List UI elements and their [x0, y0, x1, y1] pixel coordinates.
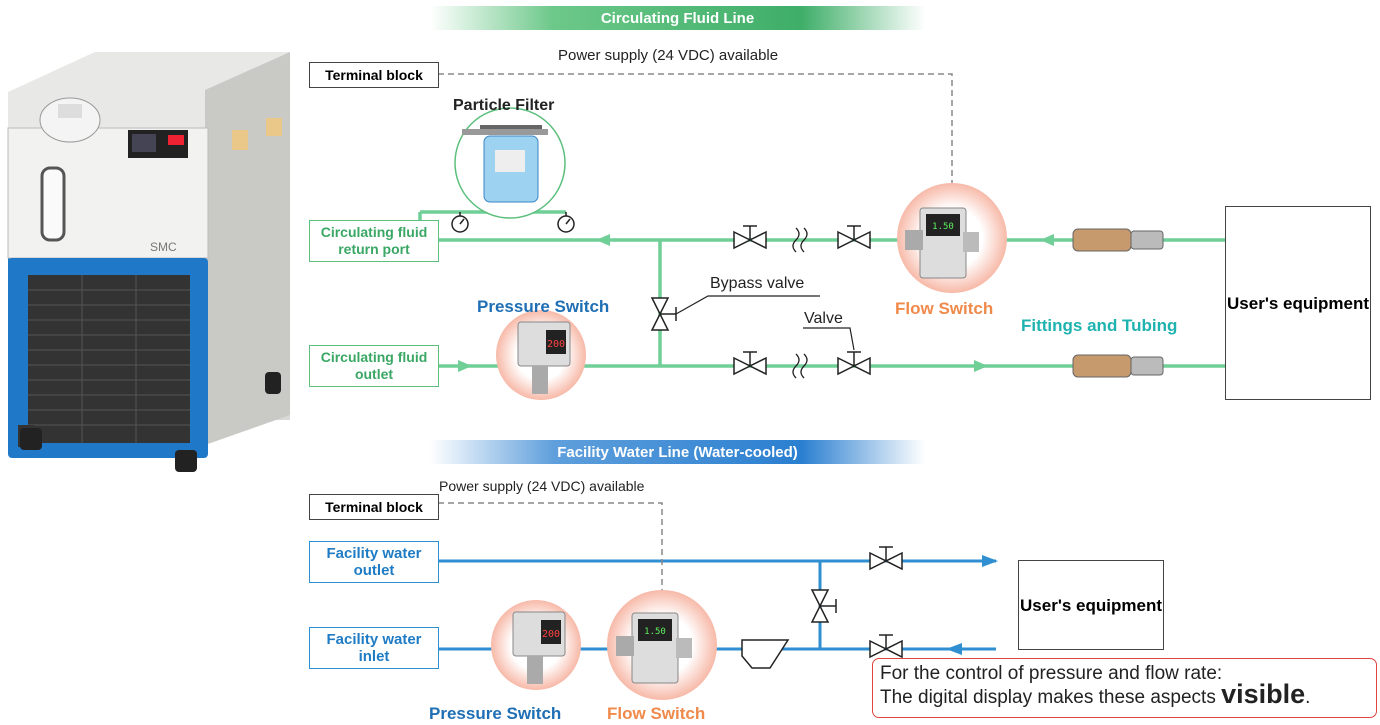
- flow-display-top: 1.50: [932, 222, 954, 232]
- pressure-switch-bottom-graphic: 200: [491, 600, 581, 690]
- pressure-switch-top-graphic: 200: [496, 310, 586, 400]
- facility-flow-arrows: [946, 555, 998, 655]
- flow-display-bottom: 1.50: [644, 627, 666, 637]
- pipe-breaks: [792, 227, 808, 379]
- circulating-fluid-outlet: Circulating fluid outlet: [309, 345, 439, 387]
- facility-water-line-banner: Facility Water Line (Water-cooled): [557, 443, 798, 461]
- circulating-fluid-line-banner: Circulating Fluid Line: [600, 9, 755, 27]
- users-equipment-top: User's equipment: [1225, 206, 1371, 400]
- strainer-symbol: [741, 639, 790, 669]
- power-supply-label-bottom: Power supply (24 VDC) available: [439, 478, 645, 494]
- note-line-2: The digital display makes these aspects …: [880, 681, 1376, 709]
- note-end: .: [1305, 687, 1311, 708]
- power-line-top: [438, 73, 953, 190]
- note-emphasis: visible: [1221, 679, 1306, 709]
- pressure-display-top: 200: [547, 339, 565, 350]
- leader-lines: [675, 295, 855, 351]
- pressure-gauges: [451, 212, 575, 233]
- circulating-banner-bg: [430, 6, 925, 30]
- visibility-note: For the control of pressure and flow rat…: [872, 658, 1377, 718]
- power-line-bottom: [438, 502, 663, 600]
- power-supply-label-top: Power supply (24 VDC) available: [558, 47, 779, 64]
- flow-switch-label-top: Flow Switch: [895, 299, 994, 318]
- circulating-fluid-return-port: Circulating fluid return port: [309, 220, 439, 262]
- particle-filter-label: Particle Filter: [453, 97, 555, 114]
- valve-label: Valve: [804, 310, 843, 327]
- flow-switch-bottom-graphic: 1.50: [607, 590, 717, 700]
- bypass-valve-label: Bypass valve: [710, 275, 805, 292]
- flow-switch-label-bottom: Flow Switch: [607, 704, 706, 723]
- valves-bottom: [741, 546, 903, 669]
- pressure-display-bottom: 200: [542, 629, 560, 640]
- pressure-switch-label-bottom: Pressure Switch: [429, 704, 562, 723]
- fittings-and-tubing-label: Fittings and Tubing: [1021, 316, 1178, 335]
- chiller-brand-logo: SMC: [150, 240, 177, 254]
- facility-banner-bg: [430, 440, 925, 464]
- users-equipment-bottom: User's equipment: [1018, 560, 1164, 650]
- facility-water-inlet: Facility water inlet: [309, 627, 439, 669]
- circulating-flow-arrows: [458, 234, 1054, 372]
- valves-top: [650, 225, 871, 376]
- particle-filter-graphic: [454, 107, 566, 219]
- facility-water-outlet: Facility water outlet: [309, 541, 439, 583]
- pressure-switch-label-top: Pressure Switch: [477, 297, 610, 316]
- terminal-block-bottom: Terminal block: [309, 494, 439, 520]
- note-line-2-text: The digital display makes these aspects: [880, 687, 1216, 708]
- terminal-block-top: Terminal block: [309, 62, 439, 88]
- note-line-1: For the control of pressure and flow rat…: [880, 663, 1223, 684]
- fittings-top-graphic: [1072, 228, 1164, 378]
- flow-switch-top-graphic: 1.50: [897, 183, 1007, 293]
- chiller-unit: [7, 52, 290, 472]
